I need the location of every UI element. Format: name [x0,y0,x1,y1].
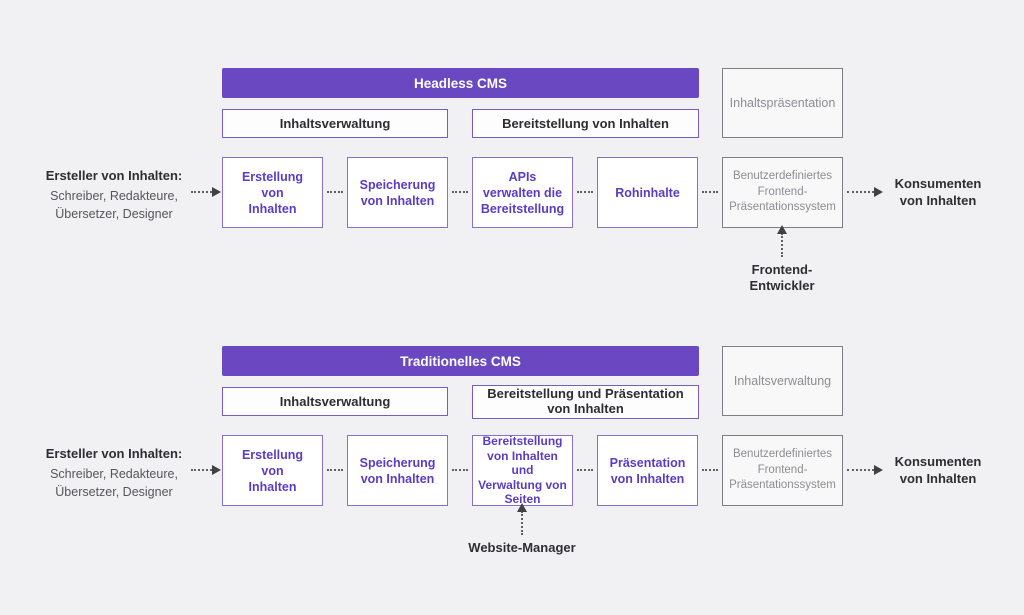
side-annotation-box: Inhaltsverwaltung [722,346,843,416]
dotted-arrow-right-icon [847,465,883,475]
dotted-connector [452,191,468,193]
traditional-cms-section: Traditionelles CMS Inhaltsverwaltung Ber… [0,346,1024,578]
subheader-bereitstellung-praesentation: Bereitstellung und Präsentation von Inha… [472,385,699,419]
content-creators-label: Ersteller von Inhalten: Schreiber, Redak… [38,446,190,501]
dotted-connector [577,191,593,193]
dotted-arrow-up-icon [517,503,527,535]
dotted-connector [327,191,343,193]
dotted-connector [702,191,718,193]
dotted-connector [452,469,468,471]
content-consumers-label: Konsumenten von Inhalten [894,454,982,486]
dotted-arrow-right-icon [847,187,883,197]
frontend-system-box: Benutzerdefiniertes Frontend- Präsentati… [722,435,843,506]
flow-step-rohinhalte: Rohinhalte [597,157,698,228]
content-consumers-label: Konsumenten von Inhalten [894,176,982,208]
flow-step-speicherung: Speicherung von Inhalten [347,157,448,228]
flow-step-erstellung: Erstellung von Inhalten [222,435,323,506]
dotted-connector [577,469,593,471]
frontend-system-box: Benutzerdefiniertes Frontend- Präsentati… [722,157,843,228]
content-creators-label: Ersteller von Inhalten: Schreiber, Redak… [38,168,190,223]
creators-roles-line: Schreiber, Redakteure, [50,467,178,481]
flow-step-speicherung: Speicherung von Inhalten [347,435,448,506]
headless-cms-section: Headless CMS Inhaltsverwaltung Bereitste… [0,68,1024,300]
flow-step-bereitstellung-verwaltung: Bereitstellung von Inhalten und Verwaltu… [472,434,573,506]
dotted-connector [327,469,343,471]
dotted-arrow-right-icon [191,465,221,475]
dotted-arrow-right-icon [191,187,221,197]
subheader-inhaltsverwaltung: Inhaltsverwaltung [222,387,448,416]
flow-step-apis: APIs verwalten die Bereitstellung [472,157,573,228]
creators-title: Ersteller von Inhalten: [45,446,183,461]
creators-title: Ersteller von Inhalten: [45,168,183,183]
subheader-bereitstellung: Bereitstellung von Inhalten [472,109,699,138]
flow-step-erstellung: Erstellung von Inhalten [222,157,323,228]
actor-label-website-manager: Website-Manager [468,540,576,555]
dotted-arrow-up-icon [777,225,787,257]
creators-roles-line: Übersetzer, Designer [55,485,173,500]
subheader-inhaltsverwaltung: Inhaltsverwaltung [222,109,448,138]
creators-roles-line: Übersetzer, Designer [55,207,173,222]
actor-label-frontend-entwickler: Frontend- Entwickler [749,262,815,294]
dotted-connector [702,469,718,471]
creators-roles-line: Schreiber, Redakteure, [50,189,178,203]
flow-step-praesentation: Präsentation von Inhalten [597,435,698,506]
section-title-bar: Headless CMS [222,68,699,98]
section-title-bar: Traditionelles CMS [222,346,699,376]
side-annotation-box: Inhaltspräsentation [722,68,843,138]
